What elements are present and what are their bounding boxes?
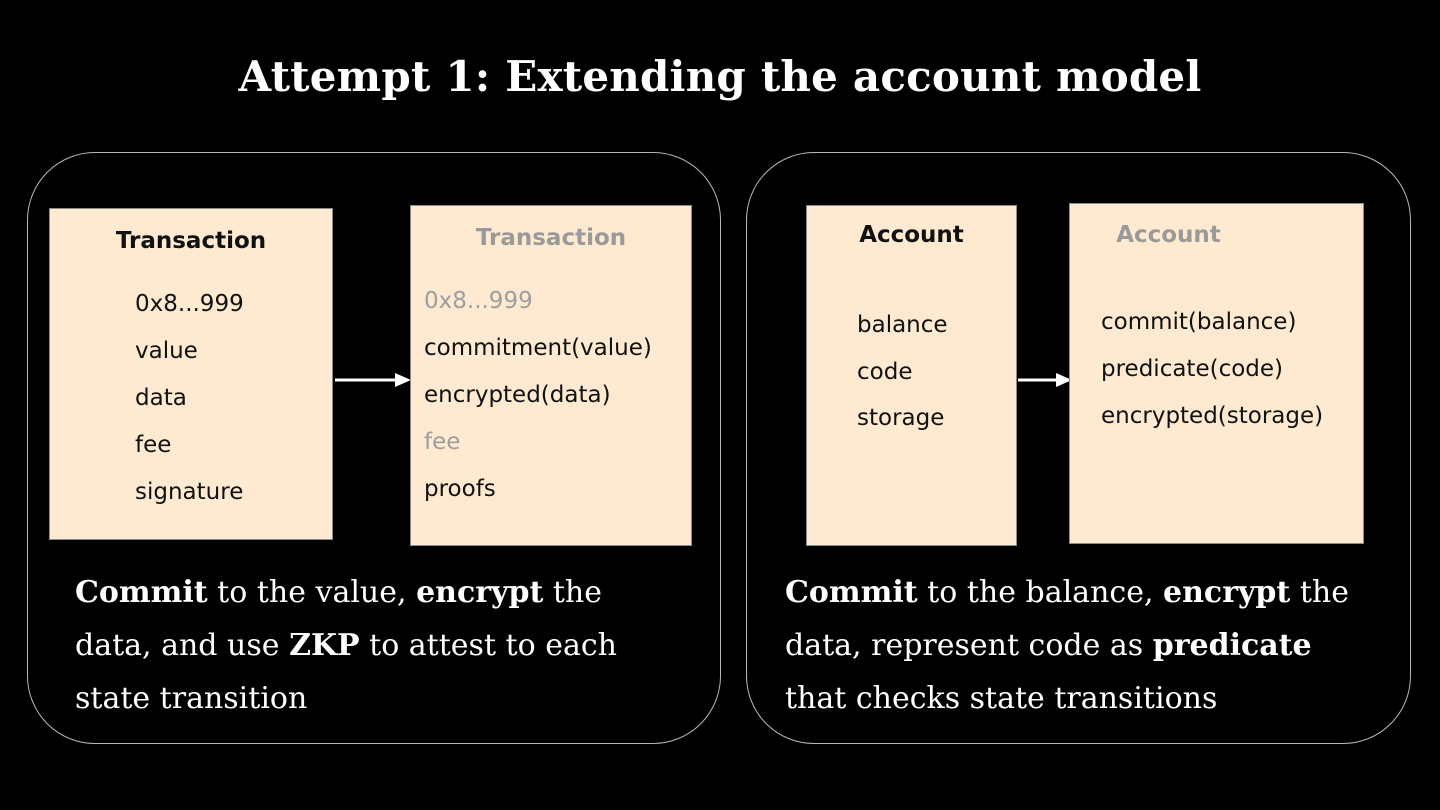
- caption-line-1: Commit to the balance, encrypt the: [785, 575, 1349, 610]
- field-fee: fee: [135, 432, 172, 458]
- right-panel: [746, 152, 1411, 744]
- field-data: data: [135, 385, 187, 411]
- left-caption: Commit to the value, encrypt the data, a…: [75, 566, 617, 725]
- field-encrypted-storage: encrypted(storage): [1101, 403, 1324, 429]
- field-proofs: proofs: [424, 476, 496, 502]
- right-caption: Commit to the balance, encrypt the data,…: [785, 566, 1349, 725]
- account-card-before: Account balance code storage: [806, 205, 1017, 546]
- caption-line-3: that checks state transitions: [785, 681, 1218, 716]
- field-balance: balance: [857, 312, 948, 338]
- caption-line-2: data, and use ZKP to attest to each: [75, 628, 617, 663]
- field-storage: storage: [857, 405, 945, 431]
- slide-title: Attempt 1: Extending the account model: [238, 52, 1202, 101]
- account-card-after: Account commit(balance) predicate(code) …: [1069, 203, 1364, 544]
- field-signature: signature: [135, 479, 244, 505]
- transaction-card-before: Transaction 0x8...999 value data fee sig…: [49, 208, 333, 540]
- field-encrypted-data: encrypted(data): [424, 382, 611, 408]
- field-fee: fee: [424, 429, 461, 455]
- caption-line-1: Commit to the value, encrypt the: [75, 575, 602, 610]
- field-address: 0x8...999: [424, 288, 533, 314]
- arrow-right-icon: [335, 373, 411, 387]
- card-title: Account: [1116, 222, 1221, 248]
- arrow-right-icon: [1018, 373, 1072, 387]
- card-title: Transaction: [115, 228, 267, 254]
- field-predicate-code: predicate(code): [1101, 356, 1284, 382]
- transaction-card-after: Transaction 0x8...999 commitment(value) …: [410, 205, 692, 546]
- field-code: code: [857, 359, 913, 385]
- card-title: Account: [859, 222, 964, 248]
- field-commit-balance: commit(balance): [1101, 309, 1297, 335]
- card-title: Transaction: [475, 225, 627, 251]
- field-address: 0x8...999: [135, 291, 244, 317]
- left-panel: [27, 152, 721, 744]
- field-value: value: [135, 338, 198, 364]
- caption-line-3: state transition: [75, 681, 308, 716]
- caption-line-2: data, represent code as predicate: [785, 628, 1312, 663]
- field-commitment-value: commitment(value): [424, 335, 652, 361]
